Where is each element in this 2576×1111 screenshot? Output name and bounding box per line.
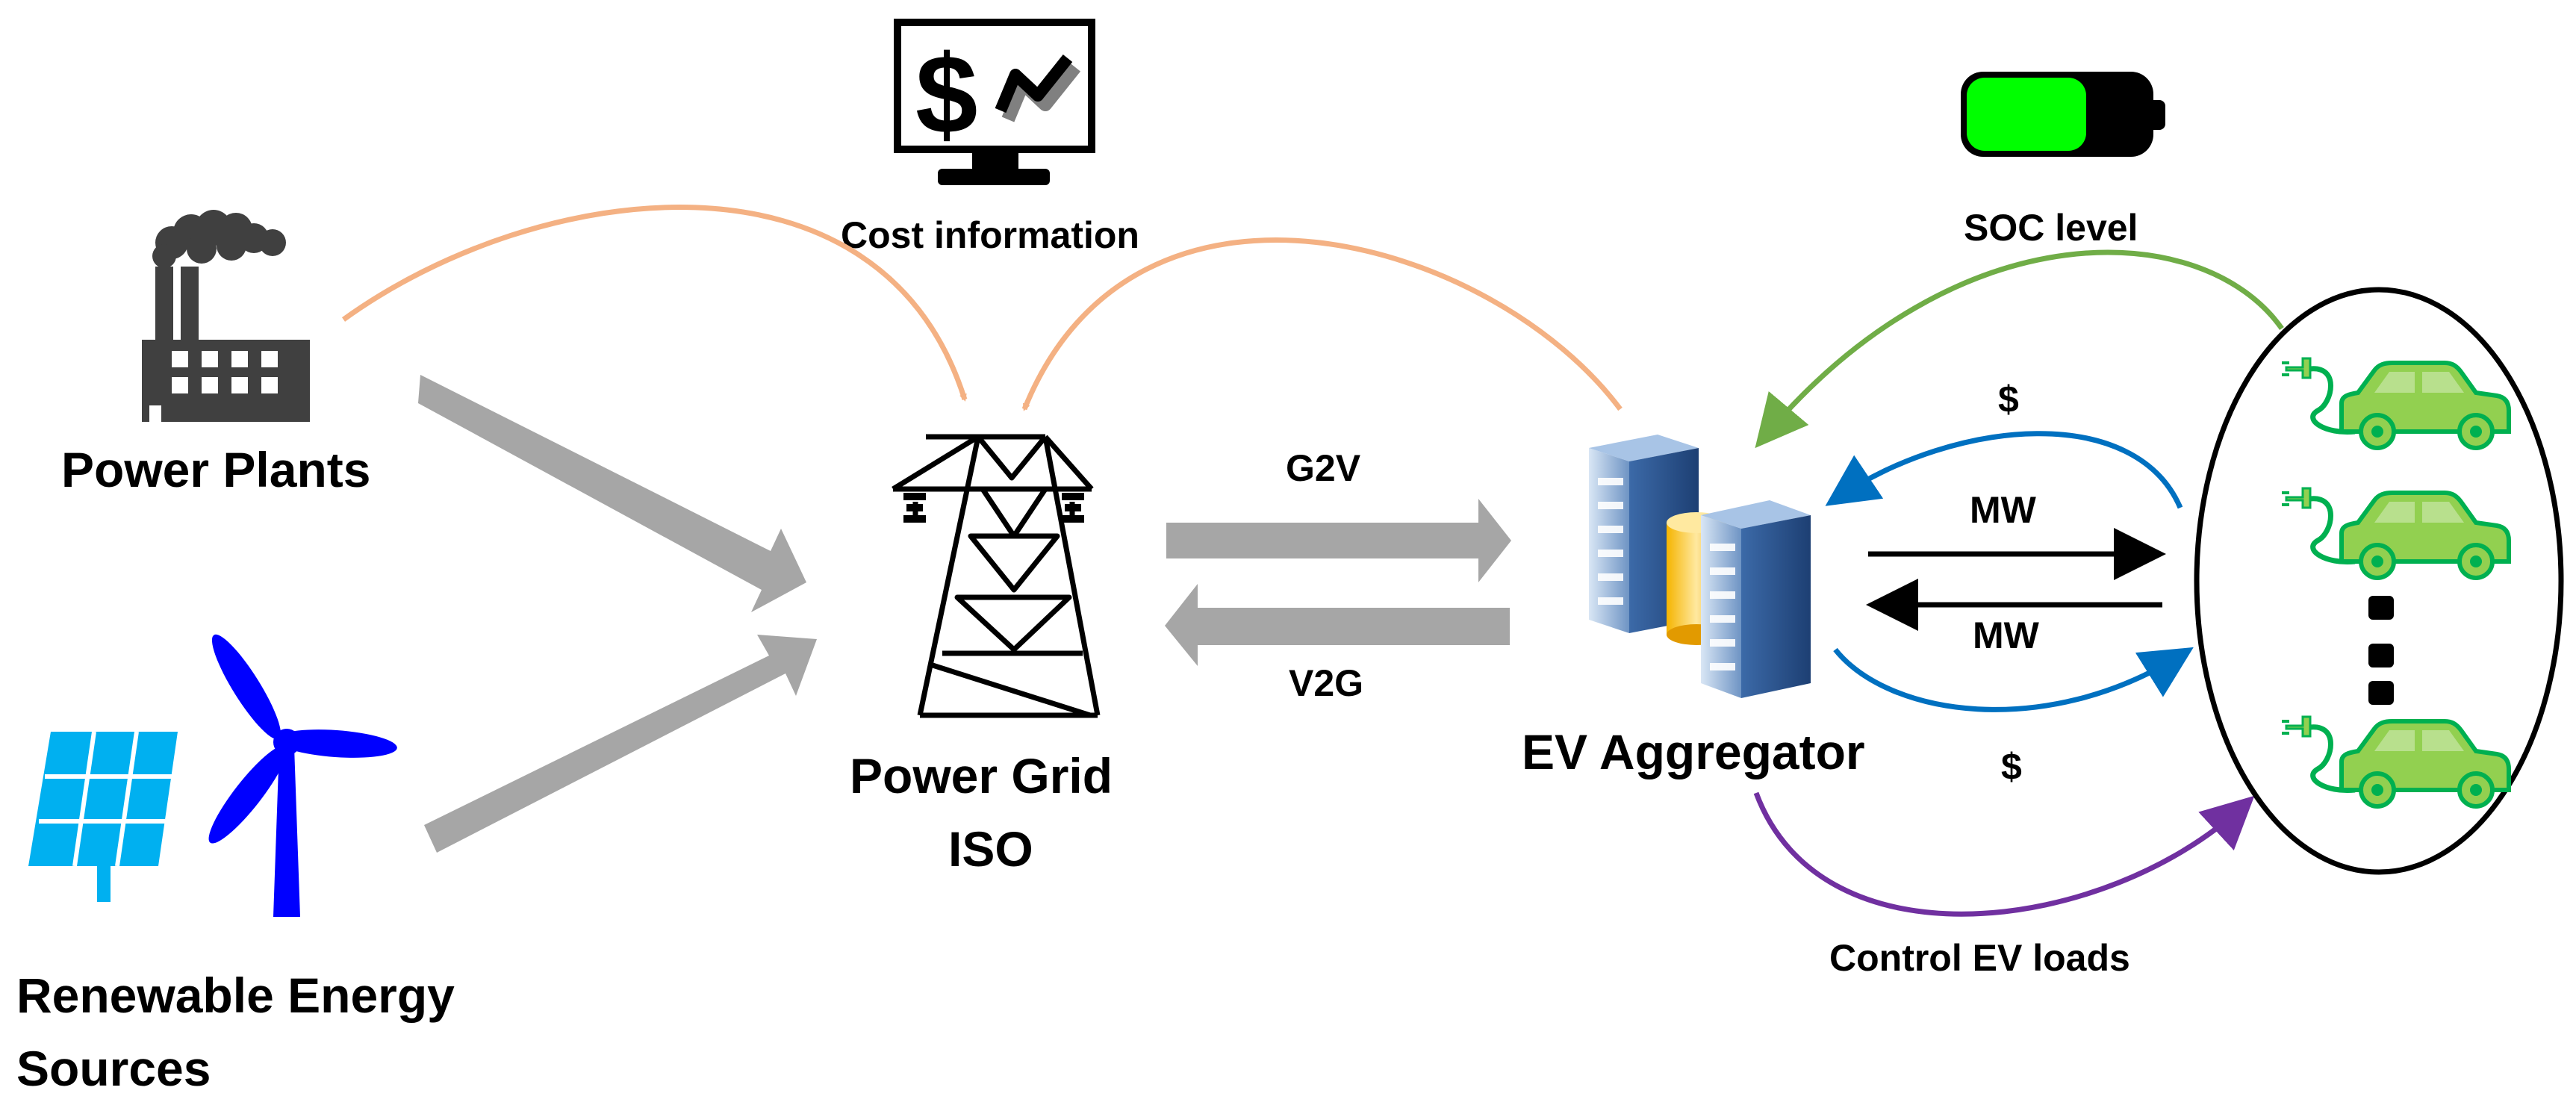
server-icon [1589, 435, 1811, 698]
renewable-label-line2: Sources [16, 1041, 211, 1096]
factory-icon [142, 210, 310, 422]
cost-information-label: Cost information [841, 214, 1139, 256]
payment-to-evs-arrow [1833, 647, 2194, 712]
transmission-tower-icon [892, 434, 1101, 718]
insulators [903, 493, 1084, 523]
power-grid-label-line1: Power Grid [850, 748, 1113, 803]
mw-top-label: MW [1970, 489, 2037, 531]
power-plants-label: Power Plants [61, 442, 370, 497]
soc-level-label: SOC level [1964, 207, 2138, 249]
renewables-to-grid-arrow [424, 635, 817, 853]
ev-car-icon [2282, 358, 2509, 448]
payment-to-aggregator-arrow [1825, 431, 2183, 509]
ev-aggregator-label: EV Aggregator [1522, 724, 1865, 779]
soc-arrow [1755, 249, 2284, 449]
dollar-bottom-label: $ [2001, 746, 2022, 788]
control-ev-loads-arrow [1753, 791, 2255, 917]
renewable-label-line1: Renewable Energy [16, 968, 455, 1023]
monitor-cost-icon: $ [894, 19, 1095, 185]
ev-car-icon [2282, 488, 2509, 578]
control-ev-loads-label: Control EV loads [1829, 937, 2130, 979]
ev-car-icon [2282, 717, 2509, 806]
battery-icon [1961, 72, 2165, 157]
dollar-top-label: $ [1998, 379, 2019, 420]
power-plants-cost-arrow [341, 205, 968, 402]
ev-fleet-ellipse [2194, 287, 2564, 875]
power-plants-to-grid-arrow [418, 375, 806, 612]
v2g-label: V2G [1289, 662, 1363, 704]
g2v-arrow [1166, 499, 1511, 582]
g2v-label: G2V [1286, 447, 1361, 489]
ellipsis-dots-icon [2368, 596, 2394, 705]
monitor-dollar-sign: $ [915, 31, 977, 157]
power-grid-label-line2: ISO [948, 821, 1033, 877]
aggregator-cost-arrow [1021, 237, 1623, 411]
wind-turbine-icon [208, 634, 397, 917]
v2g-arrow [1165, 584, 1510, 666]
mw-bottom-label: MW [1973, 614, 2040, 656]
solar-panel-icon [28, 731, 178, 902]
